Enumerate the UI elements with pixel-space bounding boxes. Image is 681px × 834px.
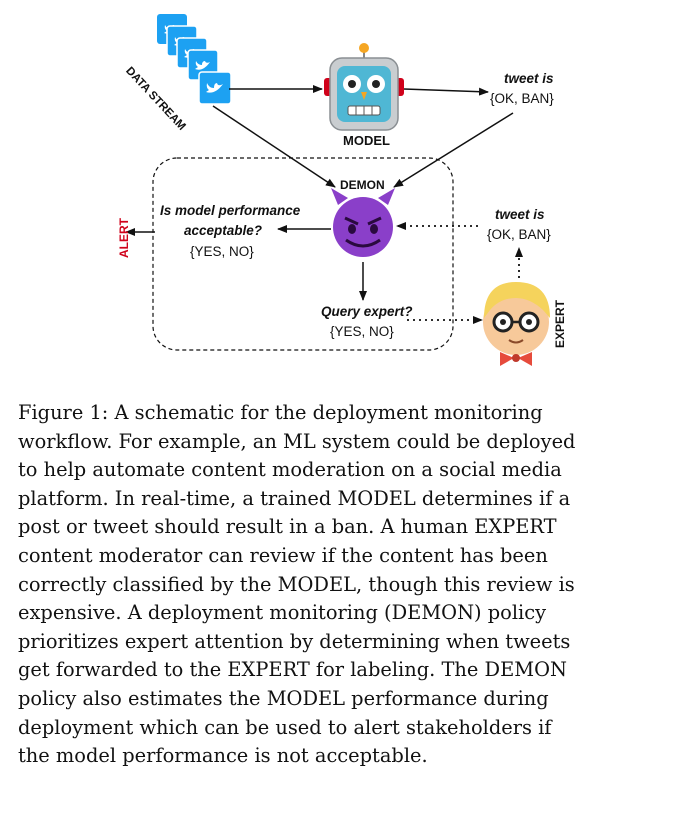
demon-boundary	[152, 157, 454, 351]
model-output-expert-line1: tweet is	[495, 207, 545, 222]
expert-icon	[483, 282, 550, 366]
model-output-line2: {OK, BAN}	[490, 91, 554, 106]
caption-line: expensive. A deployment monitoring (DEMO…	[18, 601, 547, 625]
data-stream-icons	[157, 14, 232, 105]
caption-line: get forwarded to the EXPERT for labeling…	[18, 658, 567, 682]
arrow-output-to-demon	[393, 112, 514, 188]
caption-line: deployment which can be used to alert st…	[18, 715, 552, 739]
figure-caption: Figure 1: A schematic for the deployment…	[18, 399, 678, 771]
deployment-monitoring-diagram: DATA STREAM MODEL tweet is {OK, BAN} DEM…	[0, 0, 681, 390]
demon-label: DEMON	[340, 178, 385, 192]
caption-line: policy also estimates the MODEL performa…	[18, 686, 549, 710]
caption-line: post or tweet should result in a ban. A …	[18, 515, 557, 539]
model-label: MODEL	[343, 133, 390, 148]
caption-line: workflow. For example, an ML system coul…	[18, 429, 576, 453]
caption-line: to help automate content moderation on a…	[18, 458, 562, 482]
diagram-canvas	[125, 14, 550, 366]
perf-question-options: {YES, NO}	[190, 244, 254, 259]
caption-line: prioritizes expert attention by determin…	[18, 629, 571, 653]
query-expert-options: {YES, NO}	[330, 324, 394, 339]
perf-question-line2: acceptable?	[184, 223, 263, 238]
query-expert-question: Query expert?	[321, 304, 413, 319]
model-output-expert-line2: {OK, BAN}	[487, 227, 551, 242]
caption-line: correctly classified by the MODEL, thoug…	[18, 572, 575, 596]
arrow-model-to-output	[403, 87, 489, 96]
robot-model-icon	[324, 43, 404, 131]
arrow-stream-to-demon	[212, 105, 336, 188]
caption-line: content moderator can review if the cont…	[18, 543, 548, 567]
perf-question-line1: Is model performance	[160, 203, 301, 218]
caption-line: platform. In real-time, a trained MODEL …	[18, 486, 571, 510]
caption-line: the model performance is not acceptable.	[18, 744, 428, 768]
caption-line: Figure 1: A schematic for the deployment…	[18, 401, 543, 424]
model-output-line1: tweet is	[504, 71, 554, 86]
alert-label: ALERT	[117, 218, 131, 258]
demon-icon	[331, 188, 395, 257]
expert-label: EXPERT	[553, 299, 567, 348]
